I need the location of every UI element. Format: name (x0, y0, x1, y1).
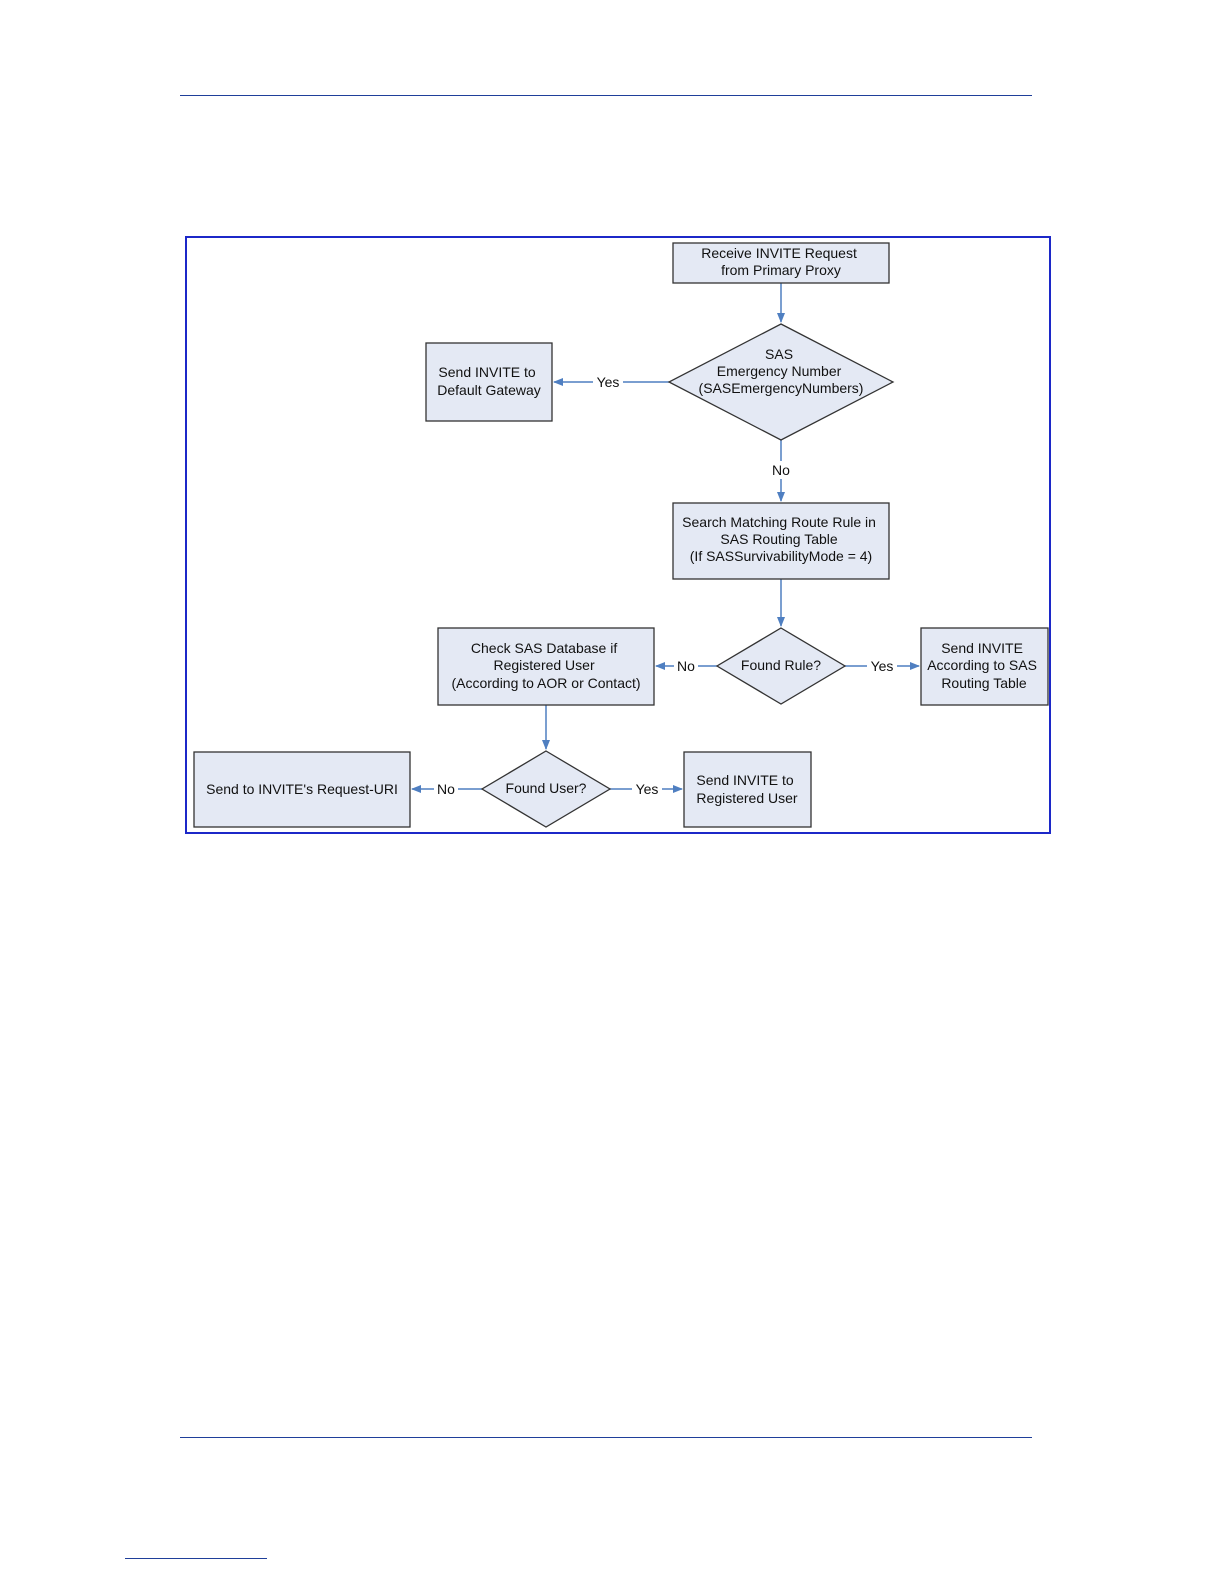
footer-rule (180, 1437, 1032, 1438)
node-registered-user-line-1: Send INVITE to (696, 772, 793, 788)
node-check-db-line-3: (According to AOR or Contact) (451, 675, 640, 691)
node-search-route-line-3: (If SASSurvivabilityMode = 4) (690, 548, 872, 564)
node-routing-table-line-3: Routing Table (941, 675, 1027, 691)
node-search-route-line-1: Search Matching Route Rule in (682, 514, 876, 530)
node-send-registered-user: Send INVITE to Registered User (683, 751, 812, 828)
decision-found-user: Found User? (480, 750, 612, 828)
node-check-database: Check SAS Database if Registered User (A… (437, 627, 655, 706)
svg-text:Receive INVITE Request: Receive INVITE Request from Primary Prox… (701, 245, 861, 278)
decision-emergency-number: SAS Emergency Number (SASEmergencyNumber… (667, 323, 895, 441)
node-send-default-gateway: Send INVITE to Default Gateway (425, 342, 553, 422)
edge-label-user-yes: Yes (636, 781, 659, 797)
edge-label-rule-yes: Yes (871, 658, 894, 674)
svg-text:Send to INVITE's Request-URI: Send to INVITE's Request-URI (206, 781, 398, 797)
figure-frame: Receive INVITE Request from Primary Prox… (185, 236, 1051, 834)
svg-text:SAS Emergency Number: SAS Emergency Number (SASEmergencyNumber… (699, 346, 864, 396)
decision-found-rule-label: Found Rule? (741, 657, 821, 673)
flowchart: Receive INVITE Request from Primary Prox… (193, 242, 1049, 828)
svg-text:Send INVITE According: Send INVITE According to SAS Routing Tab… (927, 640, 1041, 691)
node-routing-table-line-1: Send INVITE (941, 640, 1023, 656)
node-send-routing-table: Send INVITE According to SAS Routing Tab… (920, 627, 1049, 706)
svg-text:Found User?: Found User? (506, 780, 587, 796)
svg-text:Send INVITE to Default: Send INVITE to Default Gateway (437, 364, 541, 398)
node-check-db-line-1: Check SAS Database if (471, 640, 617, 656)
edge-label-emergency-no: No (772, 462, 790, 478)
decision-found-user-label: Found User? (506, 780, 587, 796)
decision-emergency-line-2: Emergency Number (717, 363, 842, 379)
node-receive-invite: Receive INVITE Request from Primary Prox… (672, 242, 890, 284)
svg-text:Found Rule?: Found Rule? (741, 657, 821, 673)
node-default-gateway-line-1: Send INVITE to (438, 364, 535, 380)
decision-emergency-line-1: SAS (765, 346, 793, 362)
svg-text:Search Matching Route Rule in: Search Matching Route Rule in SAS Routin… (682, 514, 880, 564)
decision-emergency-line-3: (SASEmergencyNumbers) (699, 380, 864, 396)
svg-text:Send INVITE to Registe: Send INVITE to Registered User (696, 772, 797, 806)
node-search-route-rule: Search Matching Route Rule in SAS Routin… (672, 502, 890, 580)
node-search-route-line-2: SAS Routing Table (720, 531, 837, 547)
svg-text:Check SAS Database if: Check SAS Database if Registered User (A… (451, 640, 640, 691)
edge-label-rule-no: No (677, 658, 695, 674)
decision-found-rule: Found Rule? (715, 627, 847, 705)
node-registered-user-line-2: Registered User (696, 790, 797, 806)
node-routing-table-line-2: According to SAS (927, 657, 1037, 673)
footnote-rule (125, 1558, 267, 1559)
edge-label-emergency-yes: Yes (597, 374, 620, 390)
node-receive-invite-line-2: from Primary Proxy (721, 262, 841, 278)
node-receive-invite-line-1: Receive INVITE Request (701, 245, 857, 261)
node-send-request-uri: Send to INVITE's Request-URI (193, 751, 411, 828)
node-default-gateway-line-2: Default Gateway (437, 382, 541, 398)
header-rule (180, 95, 1032, 96)
edge-label-user-no: No (437, 781, 455, 797)
node-request-uri-line-1: Send to INVITE's Request-URI (206, 781, 398, 797)
node-check-db-line-2: Registered User (493, 657, 594, 673)
